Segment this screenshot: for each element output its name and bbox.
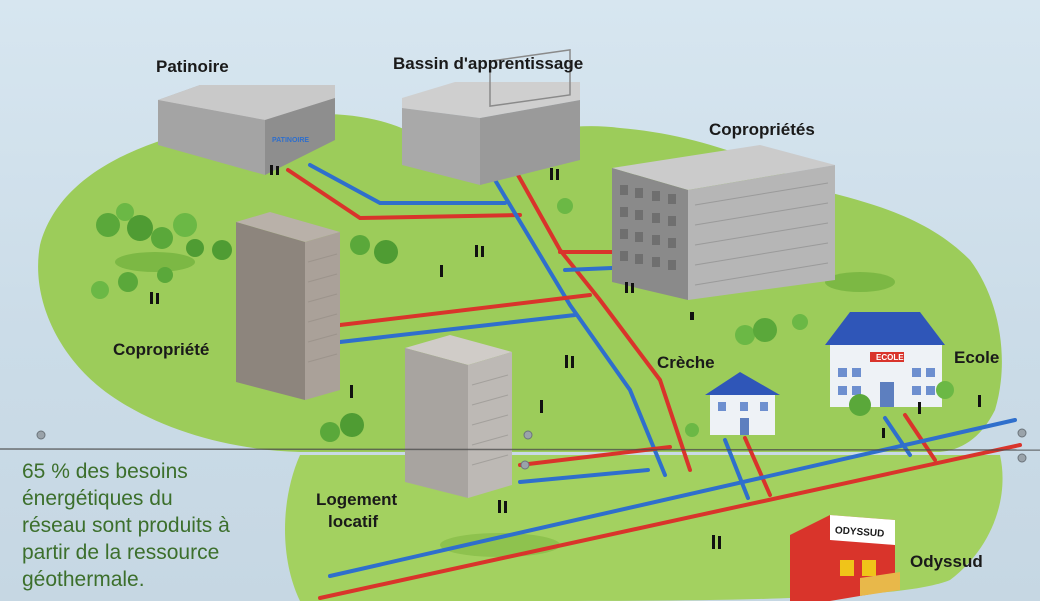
label-ecole: Ecole <box>954 348 1000 367</box>
note-line: partir de la ressource <box>22 541 220 564</box>
label-creche: Crèche <box>657 353 715 372</box>
tree-icon <box>557 198 573 214</box>
tree-icon <box>735 325 755 345</box>
tree-icon <box>374 240 398 264</box>
cold-pipe <box>338 313 577 344</box>
screw-icon <box>36 430 46 440</box>
cold-pipe <box>563 266 614 272</box>
screw-group <box>36 428 1027 470</box>
label-copropriete: Copropriété <box>113 340 210 359</box>
tree-icon <box>212 240 232 260</box>
hot-pipe <box>286 168 522 221</box>
hot-pipe <box>903 413 937 462</box>
label-patinoire: Patinoire <box>156 57 229 76</box>
tree-icon <box>127 215 153 241</box>
tree-icon <box>151 227 173 249</box>
ecole-sign: ECOLE <box>876 353 904 362</box>
tree-icon <box>685 423 699 437</box>
people-icon <box>918 402 921 414</box>
people-icon <box>150 292 153 304</box>
tree-icon <box>350 235 370 255</box>
people-icon <box>270 165 273 175</box>
hot-pipe <box>516 173 692 472</box>
tree-icon <box>157 267 173 283</box>
note-line: énergétiques du <box>22 487 173 510</box>
note-line: 65 % des besoins <box>22 460 188 483</box>
pipe-network <box>286 163 1022 600</box>
odyssud-sign: ODYSSUD <box>835 525 885 539</box>
tree-icon <box>753 318 777 342</box>
people-icon <box>565 355 568 368</box>
grass-tuft <box>825 272 895 292</box>
coproprietes-building <box>612 145 835 300</box>
tree-icon <box>116 203 134 221</box>
odyssud-building: ODYSSUD <box>790 515 900 601</box>
tree-icon <box>118 272 138 292</box>
tree-icon <box>849 394 871 416</box>
hot-pipe <box>338 293 592 327</box>
people-icon <box>882 428 885 438</box>
people-icon <box>440 265 443 277</box>
panel-seam <box>0 448 1040 451</box>
label-bassin: Bassin d'apprentissage <box>393 54 584 73</box>
label-logement-line1: Logement <box>316 490 398 509</box>
cold-pipe <box>518 468 650 484</box>
screw-icon <box>520 460 530 470</box>
tree-icon <box>320 422 340 442</box>
people-icon <box>498 500 501 513</box>
screw-icon <box>1017 453 1027 463</box>
cold-pipe <box>328 418 1017 578</box>
note-line: réseau sont produits à <box>22 514 230 537</box>
people-icon <box>625 282 628 293</box>
tree-icon <box>173 213 197 237</box>
patinoire-building: PATINOIRE <box>158 85 335 175</box>
people-icon <box>978 395 981 407</box>
screw-icon <box>1017 428 1027 438</box>
cold-pipe <box>883 416 912 457</box>
people-icon <box>550 168 553 180</box>
tree-icon <box>340 413 364 437</box>
people-icon <box>350 385 353 398</box>
cold-pipe <box>493 178 667 477</box>
people-icon <box>540 400 543 413</box>
hot-pipe <box>743 436 772 497</box>
people-icon <box>712 535 715 549</box>
tree-icon <box>936 381 954 399</box>
copropriete-building <box>236 212 340 400</box>
people-icon <box>475 245 478 257</box>
label-odyssud: Odyssud <box>910 552 983 571</box>
creche-building <box>705 372 780 435</box>
hot-pipe <box>318 443 1022 600</box>
label-coproprietes: Copropriétés <box>709 120 815 139</box>
tree-group <box>91 198 954 442</box>
patinoire-sign: PATINOIRE <box>272 137 309 144</box>
grass-tuft <box>115 252 195 272</box>
bassin-building <box>402 49 580 185</box>
logement-building <box>405 335 512 498</box>
people-icon <box>690 312 694 320</box>
label-logement-line2: locatif <box>328 512 379 531</box>
ecole-building: ECOLE <box>825 312 945 407</box>
screw-icon <box>523 430 533 440</box>
cold-pipe <box>308 163 507 205</box>
people-group <box>150 165 981 549</box>
geothermal-note: 65 % des besoins énergétiques du réseau … <box>22 458 322 593</box>
tree-icon <box>186 239 204 257</box>
tree-icon <box>96 213 120 237</box>
note-line: géothermale. <box>22 568 145 591</box>
tree-icon <box>792 314 808 330</box>
tree-icon <box>91 281 109 299</box>
